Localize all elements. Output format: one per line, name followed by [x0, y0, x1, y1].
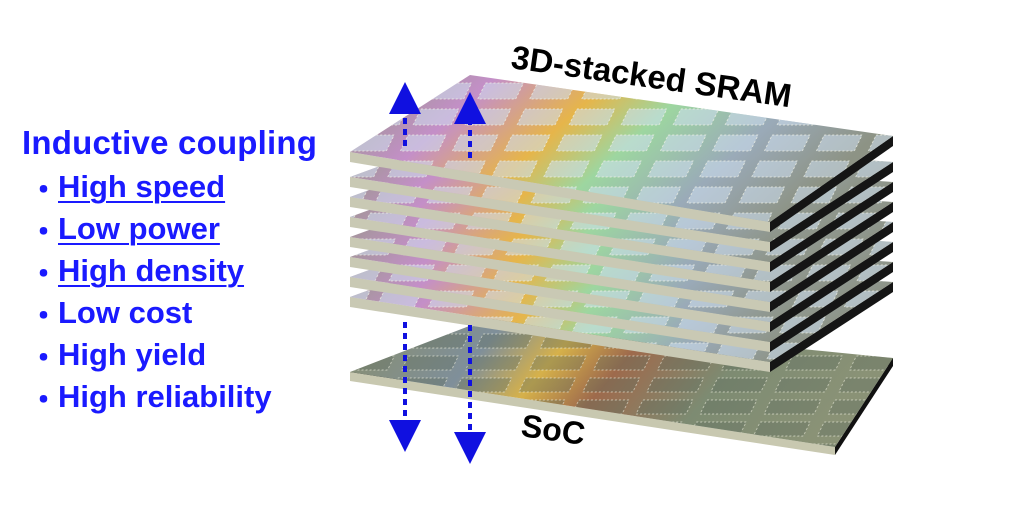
feature-text: Low power — [58, 211, 220, 246]
feature-text: High density — [58, 253, 245, 288]
inductive-coupling-heading: Inductive coupling — [22, 124, 318, 161]
feature-text: High yield — [58, 337, 207, 372]
feature-item: ・Low power — [28, 208, 272, 250]
feature-text: High reliability — [58, 379, 272, 414]
feature-text: High speed — [58, 169, 226, 204]
feature-item: ・High yield — [28, 334, 272, 376]
feature-item: ・High density — [28, 250, 272, 292]
feature-text: Low cost — [58, 295, 193, 330]
feature-item: ・High speed — [28, 166, 272, 208]
soc-label: SoC — [519, 407, 587, 452]
feature-item: ・High reliability — [28, 376, 272, 418]
inductive-coupling-arrows — [389, 82, 486, 464]
feature-item: ・Low cost — [28, 292, 272, 334]
feature-list: ・High speed ・Low power ・High density ・Lo… — [28, 166, 272, 418]
